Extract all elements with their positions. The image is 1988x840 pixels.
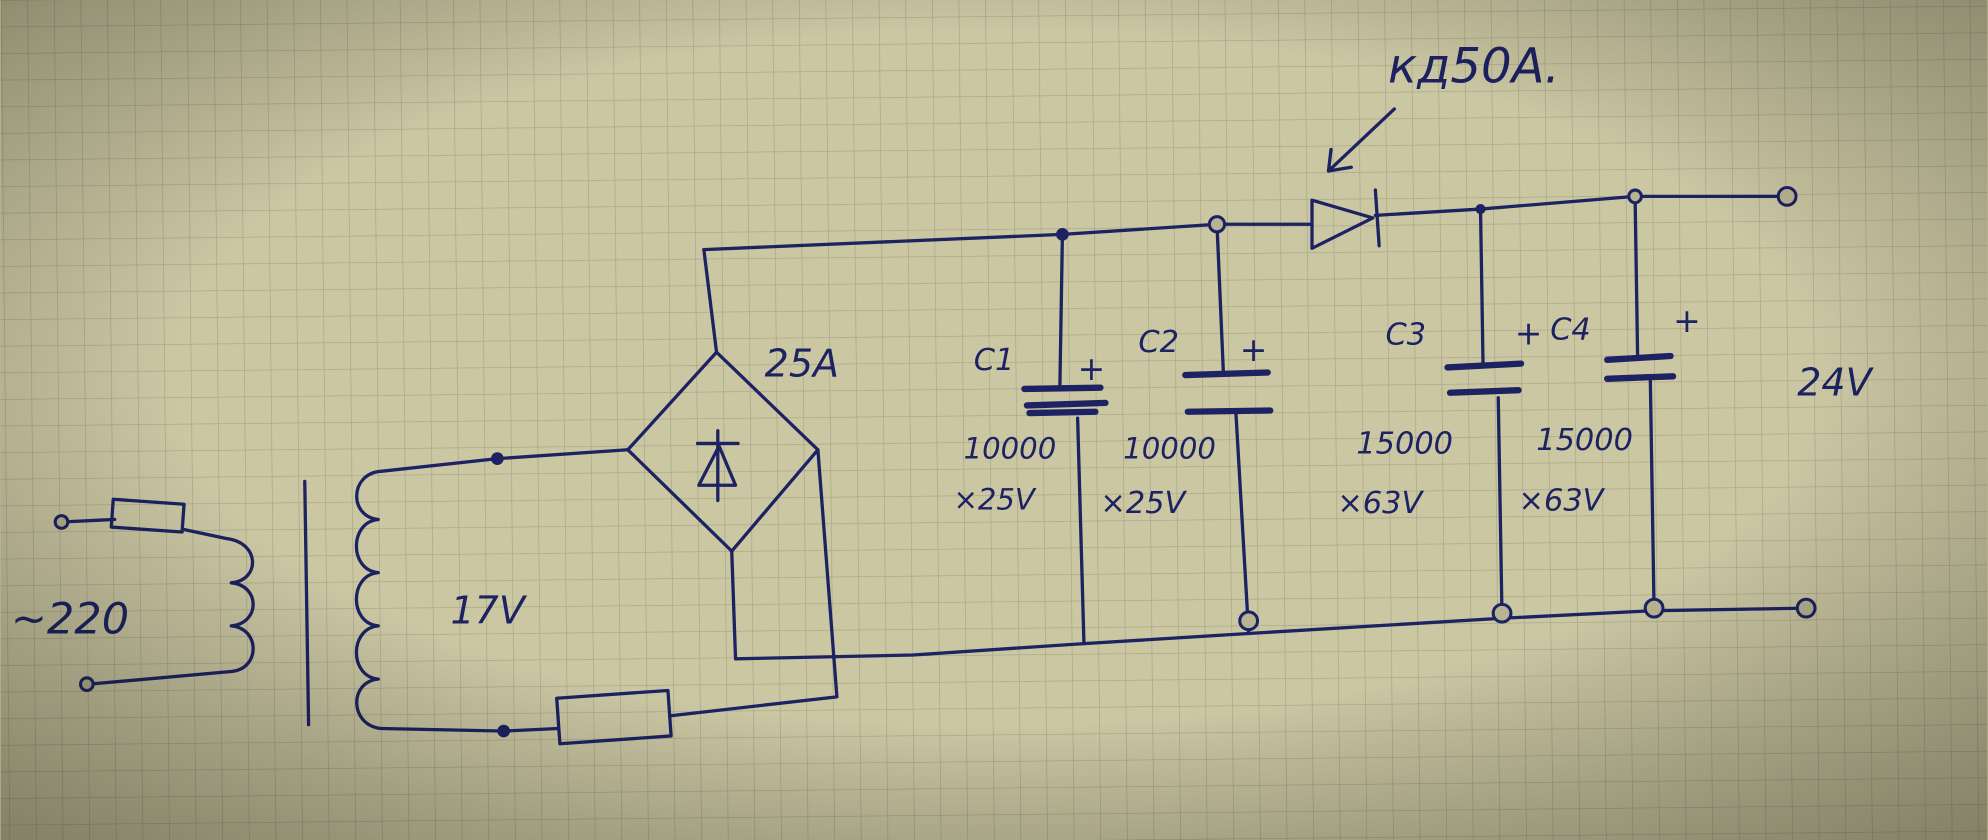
junction-node (1627, 188, 1643, 205)
junction-node (1207, 215, 1227, 234)
c4-name: C4 (1550, 313, 1591, 348)
c3-value: 15000 (1356, 427, 1453, 462)
c1-polarity: + (1078, 349, 1106, 388)
c1-name: C1 (974, 343, 1015, 378)
output-terminal-positive (1776, 185, 1798, 207)
secondary-voltage-label: 17V (450, 588, 527, 632)
c1-voltage: ×25V (953, 482, 1036, 516)
output-voltage-label: 24V (1797, 360, 1874, 404)
c4-value: 15000 (1536, 423, 1633, 458)
diode-label: кд50А. (1388, 38, 1560, 94)
input-voltage-label: ~220 (11, 594, 129, 644)
junction-node (1491, 602, 1513, 624)
junction-node (1475, 203, 1486, 215)
output-terminal-negative (1795, 597, 1817, 619)
c3-polarity: + (1515, 314, 1543, 353)
input-terminal-bottom (78, 676, 95, 693)
c2-value: 10000 (1123, 432, 1216, 466)
bridge-rating-label: 25A (765, 341, 839, 385)
c1-value: 10000 (964, 432, 1057, 466)
c2-voltage: ×25V (1100, 486, 1187, 521)
c3-voltage: ×63V (1337, 486, 1424, 521)
c3-name: C3 (1385, 318, 1426, 353)
junction-node (1056, 228, 1069, 241)
junction-node (1238, 610, 1260, 632)
c4-voltage: ×63V (1519, 484, 1606, 519)
junction-node (1643, 597, 1665, 619)
c4-polarity: + (1673, 301, 1701, 340)
c2-polarity: + (1240, 330, 1268, 369)
c2-name: C2 (1138, 325, 1179, 360)
input-terminal-top (53, 514, 70, 530)
